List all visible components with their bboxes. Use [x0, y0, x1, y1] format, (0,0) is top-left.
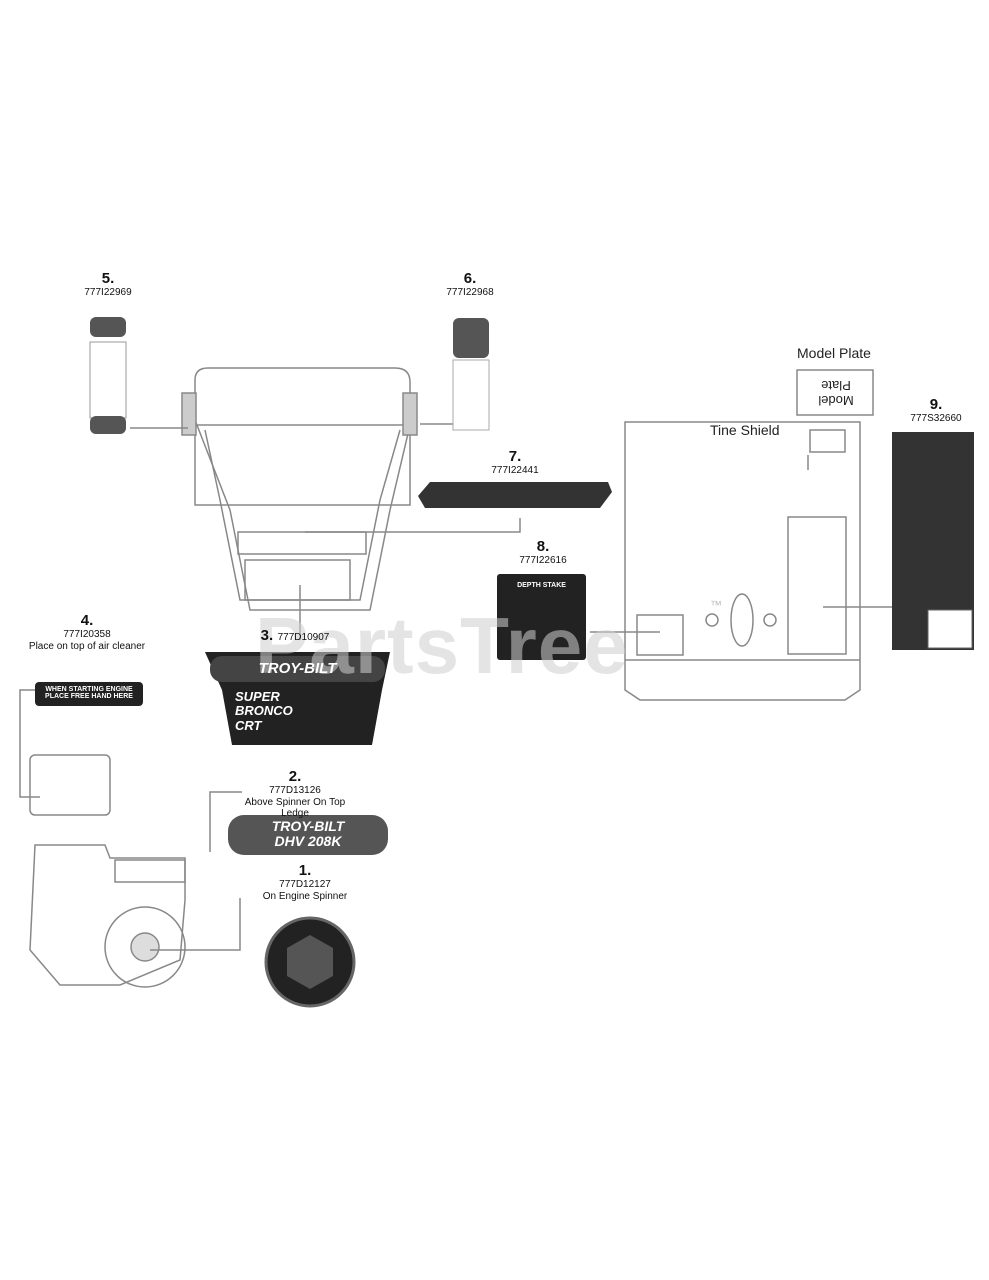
engine-top-ledge: [114, 859, 186, 883]
decal-6: [452, 318, 490, 431]
shield-panel: [787, 516, 847, 655]
decal-3-brand: TROY-BILT: [258, 660, 337, 677]
part-7-label: 7.777I22441: [491, 448, 539, 477]
decal-8-title: DEPTH STAKE: [517, 582, 566, 589]
model-plate-label: Model Plate: [797, 345, 871, 361]
model-plate-decal-text: Model Plate: [818, 378, 854, 408]
part-9-label: 9.777S32660: [910, 396, 962, 425]
grip-right: [402, 392, 418, 436]
model-plate-spot: [809, 429, 846, 453]
panel-slot-bottom: [244, 559, 351, 601]
air-cleaner: [29, 754, 111, 816]
tine-shield-outline: [624, 421, 861, 701]
grip-left: [181, 392, 197, 436]
panel-slot-top: [237, 531, 367, 555]
decal-2: [228, 815, 388, 855]
handlebar-frame: [194, 367, 411, 611]
trademark: ™: [710, 598, 722, 612]
control-panel: [194, 424, 411, 506]
part-5-label: 5.777I22969: [84, 270, 132, 299]
decal-8: [497, 574, 586, 660]
depth-stake-spot: [636, 614, 684, 656]
part-6-label: 6.777I22968: [446, 270, 494, 299]
watermark: PartsTree: [255, 601, 629, 690]
part-3-label: 3. 777D10907: [260, 627, 330, 644]
model-plate-box: [796, 369, 874, 416]
engine-outline: [29, 844, 186, 986]
decal-5: [89, 317, 127, 434]
part-8-label: 8.777I22616: [519, 538, 567, 567]
tine-shield-label: Tine Shield: [710, 422, 780, 438]
decal-4: [35, 682, 143, 706]
decal-7: [418, 482, 612, 508]
handlebar-inner: [204, 429, 401, 601]
